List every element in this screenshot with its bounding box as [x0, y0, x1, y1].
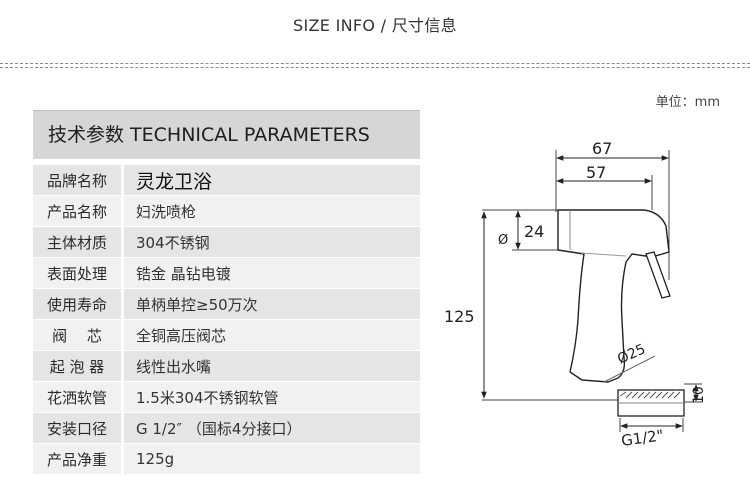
table-row: 花洒软管 1.5米304不锈钢软管	[33, 381, 420, 413]
page-title: SIZE INFO / 尺寸信息	[293, 16, 457, 35]
sprayer-body	[557, 209, 670, 383]
unit-label: 单位：mm	[655, 95, 720, 110]
row-key: 产品净重	[33, 443, 124, 475]
row-key: 主体材质	[33, 226, 124, 258]
table-row: 使用寿命 单柄单控≥50万次	[33, 288, 420, 320]
table-row: 表面处理 锆金 晶钻电镀	[33, 257, 420, 289]
row-value: 125g	[122, 443, 420, 475]
thread-pattern	[619, 391, 681, 399]
row-value: 线性出水嘴	[122, 350, 420, 382]
row-value: 妇洗喷枪	[122, 195, 420, 227]
dimension-24-label: 24	[524, 222, 544, 241]
row-key: 表面处理	[33, 257, 124, 289]
row-value: 单柄单控≥50万次	[122, 288, 420, 320]
divider-bottom	[0, 67, 750, 68]
row-value: 304不锈钢	[122, 226, 420, 258]
dimension-67-label: 67	[592, 139, 612, 158]
table-row: 阀 芯 全铜高压阀芯	[33, 319, 420, 351]
row-key: 起 泡 器	[33, 350, 124, 382]
row-value: 全铜高压阀芯	[122, 319, 420, 351]
row-value: 锆金 晶钻电镀	[122, 257, 420, 289]
table-row: 安装口径 G 1/2″ （国标4分接口）	[33, 412, 420, 444]
dimension-drawing: 67 57 125 Ø 24 Ø25 10	[440, 120, 740, 460]
table-row: 起 泡 器 线性出水嘴	[33, 350, 420, 382]
row-key: 阀 芯	[33, 319, 124, 351]
row-value: G 1/2″ （国标4分接口）	[122, 412, 420, 444]
table-row: 产品名称 妇洗喷枪	[33, 195, 420, 227]
dimension-g12-label: G1/2"	[620, 426, 665, 450]
parameters-table: 技术参数 TECHNICAL PARAMETERS 品牌名称 灵龙卫浴 产品名称…	[33, 110, 420, 475]
diameter-symbol: Ø	[498, 233, 508, 248]
row-value: 1.5米304不锈钢软管	[122, 381, 420, 413]
dimension-125-label: 125	[444, 307, 475, 326]
table-row: 品牌名称 灵龙卫浴	[33, 165, 420, 196]
sprayer-dimension-diagram: 67 57 125 Ø 24 Ø25 10	[444, 139, 707, 450]
row-key: 使用寿命	[33, 288, 124, 320]
row-key: 品牌名称	[33, 165, 124, 196]
table-row: 主体材质 304不锈钢	[33, 226, 420, 258]
dimension-10-label: 10	[691, 386, 707, 404]
parameters-rows: 品牌名称 灵龙卫浴 产品名称 妇洗喷枪 主体材质 304不锈钢 表面处理 锆金 …	[33, 165, 420, 475]
dimension-57-label: 57	[586, 163, 606, 182]
parameters-title: 技术参数 TECHNICAL PARAMETERS	[33, 110, 420, 159]
table-row: 产品净重 125g	[33, 443, 420, 475]
row-key: 产品名称	[33, 195, 124, 227]
row-key: 安装口径	[33, 412, 124, 444]
row-value: 灵龙卫浴	[122, 165, 420, 196]
sprayer-lever	[645, 251, 671, 299]
divider-top	[0, 63, 750, 64]
row-key: 花洒软管	[33, 381, 124, 413]
neck-diameter-line	[603, 355, 656, 383]
body-edge-line	[580, 252, 627, 257]
